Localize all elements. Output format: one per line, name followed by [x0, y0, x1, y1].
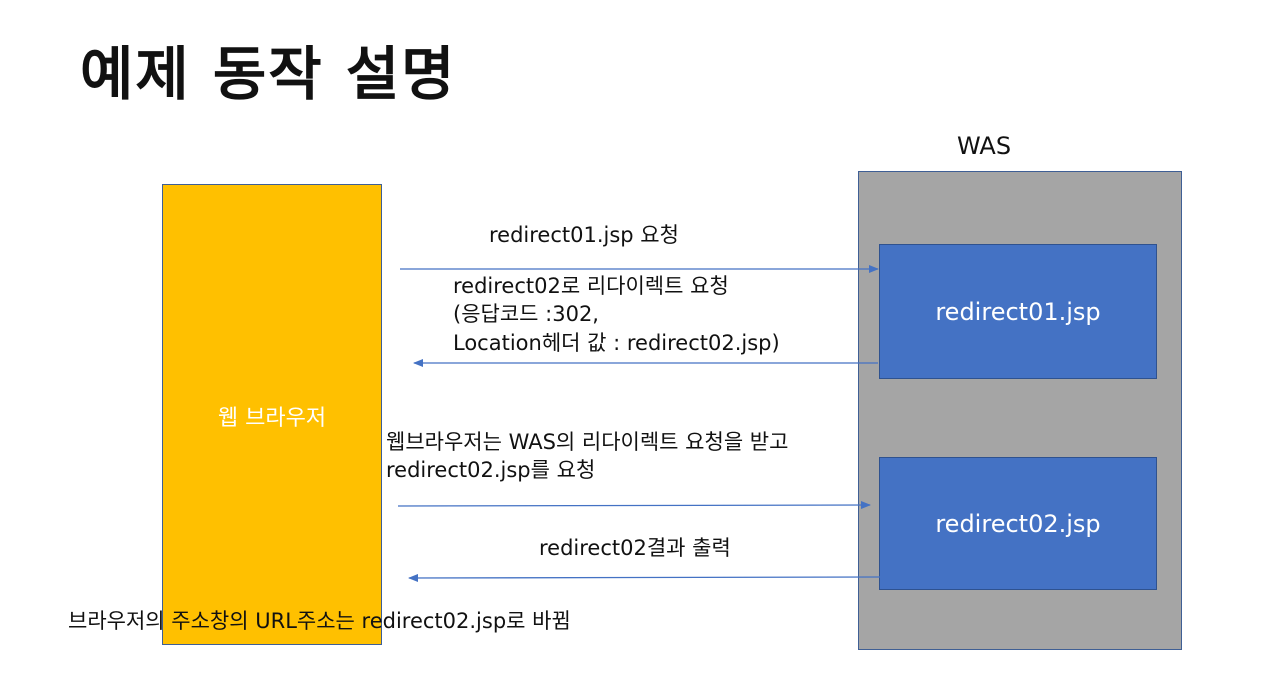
redirect01-jsp-box: redirect01.jsp — [879, 244, 1157, 379]
result-arrow — [408, 573, 881, 582]
web-browser-label: 웹 브라우저 — [217, 406, 327, 431]
url-note: 브라우저의 주소창의 URL주소는 redirect02.jsp로 바뀜 — [68, 609, 571, 633]
web-browser-box — [162, 184, 382, 645]
redirect-response-message: redirect02로 리다이렉트 요청 (응답코드 :302, Locatio… — [453, 272, 780, 357]
request2-line-1: 웹브라우저는 WAS의 리다이렉트 요청을 받고 — [386, 430, 789, 454]
was-label: WAS — [957, 132, 1012, 160]
redirect02-jsp-label: redirect02.jsp — [935, 509, 1101, 538]
slide-title: 예제 동작 설명 — [80, 40, 457, 108]
redirect-line-1: redirect02로 리다이렉트 요청 — [453, 274, 729, 298]
redirect01-jsp-label: redirect01.jsp — [935, 297, 1101, 326]
redirect-line-3: Location헤더 값 : redirect02.jsp) — [453, 330, 780, 355]
redirect-line-2: (응답코드 :302, — [453, 302, 599, 327]
request1-message: redirect01.jsp 요청 — [489, 223, 679, 247]
redirect02-jsp-box: redirect02.jsp — [879, 457, 1157, 590]
result-message: redirect02결과 출력 — [539, 536, 731, 560]
request2-arrow — [397, 501, 871, 510]
request2-line-2: redirect02.jsp를 요청 — [386, 458, 596, 483]
request2-message: 웹브라우저는 WAS의 리다이렉트 요청을 받고 redirect02.jsp를… — [386, 428, 788, 485]
